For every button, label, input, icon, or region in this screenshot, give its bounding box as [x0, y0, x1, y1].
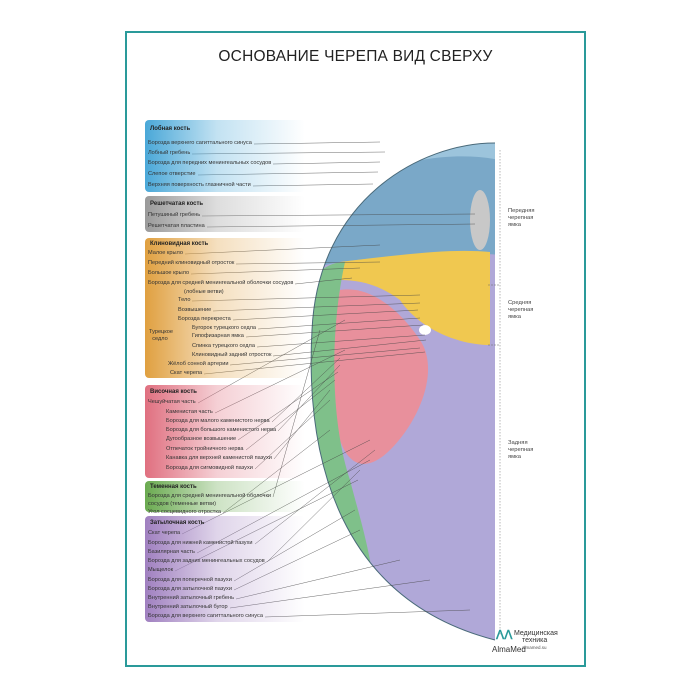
label-item: Угол сосцевидного отростка	[148, 509, 221, 515]
logo-line1: Медицинская	[514, 630, 558, 637]
poster-frame	[125, 31, 586, 667]
label-item: Лобный гребень	[148, 150, 191, 156]
occipital-bone-header: Затылочная кость	[150, 520, 205, 526]
ethmoid-bone-header: Решетчатая кость	[150, 201, 204, 207]
ethmoid-bone-panel	[145, 196, 305, 232]
label-item: Борозда для малого каменистого нерва	[166, 418, 270, 424]
sella-turcica-label: Турецкое седло	[149, 329, 173, 342]
label-item: Борозда для верхнего сагиттального синус…	[148, 613, 263, 619]
parietal-bone-header: Теменная кость	[150, 484, 197, 490]
label-item: (лобные ветви)	[184, 289, 224, 295]
label-item: Борозда для большого каменистого нерва	[166, 427, 277, 433]
fossa-middle: Средняя черепная ямка	[508, 300, 534, 320]
temporal-bone-header: Височная кость	[150, 389, 197, 395]
logo-icon: ᐱᐱ	[496, 628, 513, 642]
label-item: Скат черепа	[170, 370, 203, 376]
label-item: Внутренний затылочный бугор	[148, 604, 228, 610]
temporal-region	[332, 289, 429, 464]
label-item: Чешуйчатая часть	[148, 399, 196, 405]
label-item: Слепое отверстие	[148, 171, 196, 177]
sphenoid-region	[340, 250, 490, 345]
label-item: Борозда перекреста	[178, 316, 231, 322]
label-item: Дугообразное возвышение	[166, 436, 237, 442]
label-item: Тело	[178, 297, 191, 303]
temporal-bone-panel	[145, 385, 305, 478]
label-item: Базилярная часть	[148, 549, 195, 555]
label-item: Борозда для сигмовидной пазухи	[166, 465, 253, 471]
label-item: Борозда для средней менингеальной оболоч…	[148, 280, 294, 286]
label-item: Борозда для нижней каменистой пазухи	[148, 540, 253, 546]
label-item: Борозда для поперечной пазухи	[148, 577, 232, 583]
label-item: Борозда для средней менингеальной оболоч…	[148, 493, 272, 499]
label-item: Возвышение	[178, 307, 212, 313]
label-item: Скат черепа	[148, 530, 181, 536]
occipital-bone-panel	[145, 516, 305, 622]
label-item: Мыщелок	[148, 567, 174, 573]
label-item: Жёлоб сонной артерии	[168, 361, 229, 367]
label-item: Каменистая часть	[166, 409, 213, 415]
label-item: Канавка для верхней каменистой пазухи	[166, 455, 272, 461]
frontal-bone-panel	[145, 120, 305, 192]
label-item: Борозда для передних менингеальных сосуд…	[148, 160, 272, 166]
label-item: Клиновидный задний отросток	[192, 352, 272, 358]
label-item: Спинка турецкого седла	[192, 343, 255, 349]
label-item: Внутренний затылочный гребень	[148, 595, 234, 601]
poster-title: ОСНОВАНИЕ ЧЕРЕПА ВИД СВЕРХУ	[218, 48, 493, 65]
label-item: Борозда верхнего сагиттального синуса	[148, 140, 252, 146]
logo-line2: техника	[522, 637, 548, 644]
label-item: Решетчатая пластина	[148, 223, 205, 229]
label-item: Верхняя поверхность глазничной части	[148, 182, 251, 188]
sphenoid-bone-header: Клиновидная кость	[150, 241, 209, 247]
logo-name: AlmaMed	[492, 645, 526, 654]
label-item: Большое крыло	[148, 270, 190, 276]
label-item: Гипофизарная ямка	[192, 333, 244, 339]
fossa-anterior: Передняя черепная ямка	[508, 208, 535, 228]
sphenoid-bone-panel	[145, 238, 305, 378]
parietal-bone-panel	[145, 481, 305, 512]
logo-site: almamed.su	[522, 645, 547, 650]
label-item: Передний клиновидный отросток	[148, 260, 235, 266]
label-item: Борозда для затылочной пазухи	[148, 586, 232, 592]
label-item: Отпечаток тройничного нерва	[166, 446, 244, 452]
label-item: Бугорок турецкого седла	[192, 325, 257, 331]
label-item: Борозда для задних менингеальных сосудов	[148, 558, 265, 564]
label-item: Малое крыло	[148, 250, 183, 256]
label-item: сосудов (теменные ветви)	[148, 501, 216, 507]
frontal-bone-header: Лобная кость	[150, 126, 191, 132]
fossa-posterior: Задняя черепная ямка	[508, 440, 534, 460]
label-item: Петушиный гребень	[148, 212, 201, 218]
